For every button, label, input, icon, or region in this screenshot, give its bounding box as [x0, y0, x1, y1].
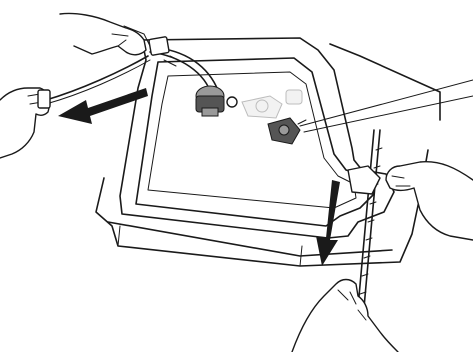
regulator-clip — [268, 118, 306, 144]
ghost-component — [242, 90, 302, 118]
hand-bottom — [292, 280, 398, 352]
lower-housing — [96, 44, 440, 266]
hand-left — [0, 88, 50, 158]
door-panel — [120, 38, 394, 238]
hand-top-left — [60, 13, 150, 54]
regulator-motor — [196, 86, 237, 116]
